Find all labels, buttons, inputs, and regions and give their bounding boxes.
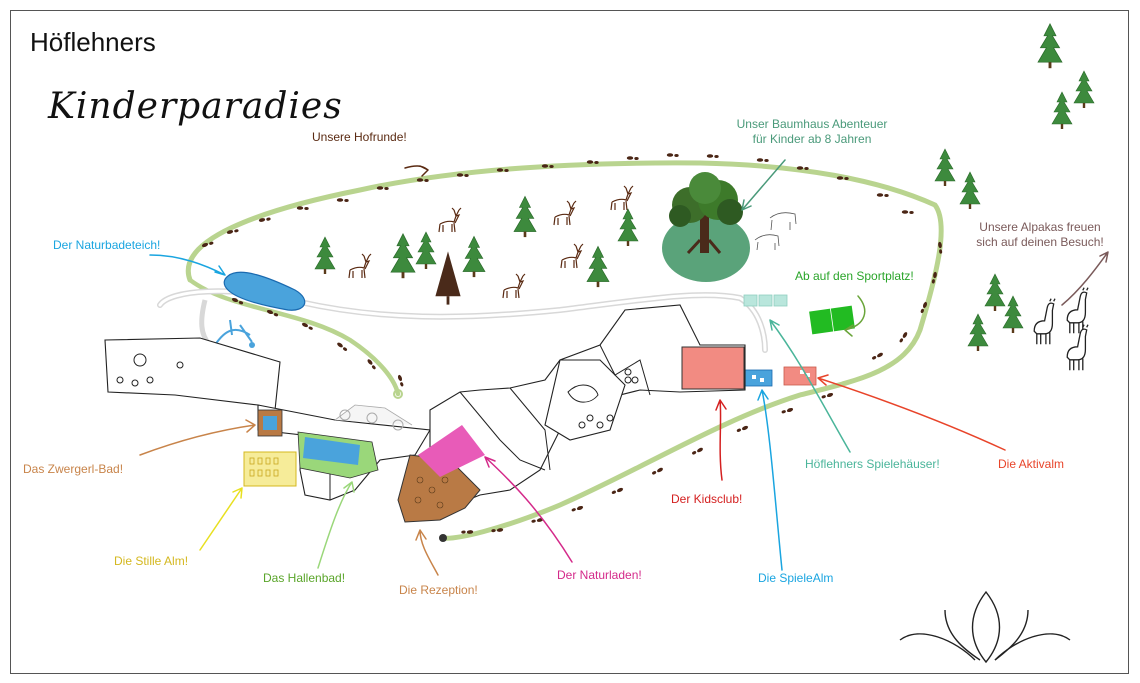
- alpaca-icon: [1033, 287, 1089, 371]
- hotel-buildings: [104, 304, 746, 506]
- naturladen-building: [418, 425, 485, 477]
- label-stillealm: Die Stille Alm!: [114, 554, 189, 568]
- spielealm-building: [743, 369, 773, 387]
- naturbadeteich-pond: [223, 271, 306, 311]
- hofrunde-path: [185, 160, 944, 541]
- kidsclub-building: [681, 346, 745, 390]
- label-zwergerlbad: Das Zwergerl-Bad!: [23, 462, 124, 476]
- label-kidsclub: Der Kidsclub!: [671, 492, 743, 506]
- label-naturbadeteich: Der Naturbadeteich!: [53, 238, 161, 252]
- label-alpakas-line2: sich auf deinen Besuch!: [976, 235, 1104, 249]
- label-rezeption: Die Rezeption!: [399, 583, 478, 597]
- label-baumhaus-line2: für Kinder ab 8 Jahren: [752, 132, 872, 146]
- page-title: Höflehners: [30, 27, 156, 57]
- label-hofrunde: Unsere Hofrunde!: [312, 130, 407, 144]
- label-spielealm: Die SpieleAlm: [758, 571, 834, 585]
- lotus-icon: [899, 590, 1071, 664]
- label-baumhaus-line1: Unser Baumhaus Abenteuer: [736, 117, 888, 131]
- label-hallenbad: Das Hallenbad!: [263, 571, 346, 585]
- oak-tree-icon: [669, 172, 743, 255]
- aktivalm-building: [783, 366, 817, 386]
- annotation-arrows: [139, 159, 1109, 576]
- hofrunde-path-west: [187, 277, 401, 397]
- dark-pine: [435, 251, 461, 305]
- label-aktivalm: Die Aktivalm: [998, 457, 1065, 471]
- spielehaeuser: [743, 294, 788, 307]
- label-sportplatz: Ab auf den Sportplatz!: [795, 269, 914, 283]
- goat-sketch: [754, 212, 797, 251]
- label-spielehaeuser: Höflehners Spielehäuser!: [805, 457, 940, 471]
- map-frame: [10, 10, 1129, 674]
- label-naturladen: Der Naturladen!: [557, 568, 642, 582]
- label-alpakas-line1: Unsere Alpakas freuen: [979, 220, 1101, 234]
- sportplatz-field: [807, 304, 857, 336]
- stillealm-building: [243, 451, 297, 487]
- page-subtitle: Kinderparadies: [48, 86, 343, 127]
